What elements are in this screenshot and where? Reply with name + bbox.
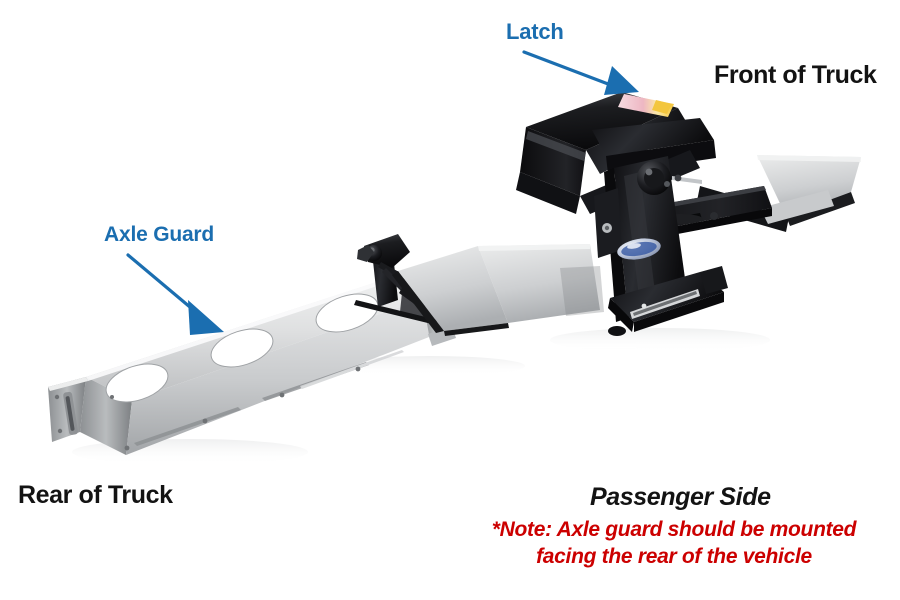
- warning-sticker: [618, 94, 674, 117]
- orientation-label-rear: Rear of Truck: [18, 481, 173, 509]
- axle-guard-slots: [134, 350, 404, 446]
- mounting-note-line-2: facing the rear of the vehicle: [536, 544, 812, 568]
- callout-arrow-axle-guard: [126, 253, 224, 335]
- callout-label-latch: Latch: [506, 19, 564, 44]
- mounting-note: *Note: Axle guard should be mounted faci…: [450, 517, 898, 571]
- center-ramp-plate: [392, 244, 604, 336]
- orientation-label-side: Passenger Side: [590, 483, 771, 511]
- brand-badge: [617, 238, 661, 260]
- left-wing-plate: [498, 245, 586, 300]
- callout-arrow-latch: [522, 50, 639, 95]
- callout-label-axle-guard: Axle Guard: [104, 223, 215, 246]
- axle-guard-end-cap: [48, 377, 88, 442]
- mounting-note-line-1: *Note: Axle guard should be mounted: [491, 518, 857, 541]
- orientation-label-front: Front of Truck: [714, 61, 877, 89]
- axle-guard-fasteners: [110, 366, 361, 451]
- hitch-pedestal: [594, 156, 702, 322]
- hitch-foot-plate: [608, 266, 728, 336]
